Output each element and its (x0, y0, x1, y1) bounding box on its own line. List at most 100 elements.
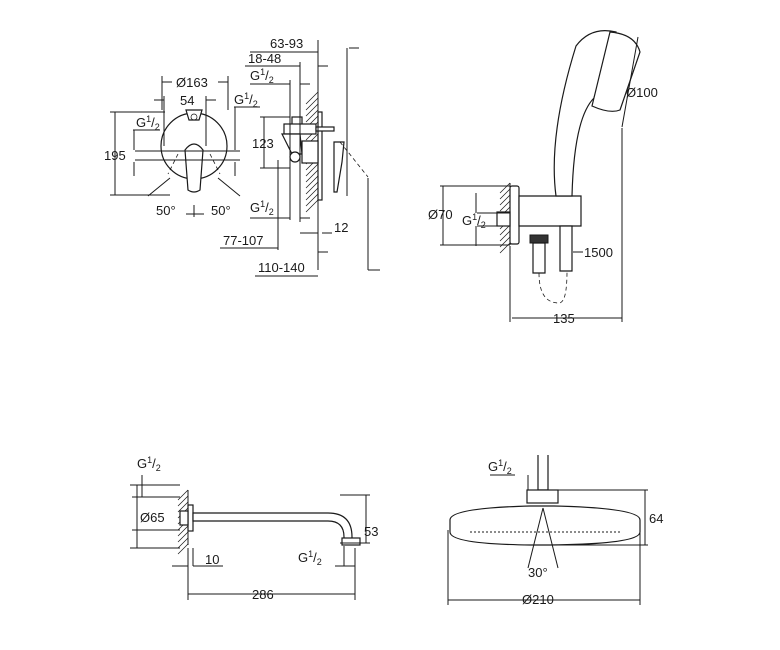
hatch-line (305, 109, 319, 123)
mixer-front-view: Ø163 54 195 G1/2 G1/2 50° 50° (104, 75, 260, 218)
dim-64: 64 (649, 511, 663, 526)
dim-54: 54 (180, 93, 194, 108)
dim-12: 12 (334, 220, 348, 235)
side-outlet (289, 151, 301, 163)
dim-hand-shower-diameter: Ø100 (626, 85, 658, 100)
shower-holder (518, 195, 582, 227)
dim-135: 135 (553, 311, 575, 326)
side-valve-bracket (281, 133, 303, 155)
g-half-left: G1/2 (136, 114, 160, 132)
hatch-line (177, 495, 189, 507)
dim-30-degrees: 30° (528, 565, 548, 580)
head-shower-body (449, 505, 641, 546)
dim-angle-right: 50° (211, 203, 231, 218)
dim-lines-diameter (161, 76, 229, 110)
hatch-line (305, 199, 319, 213)
hatch-line (305, 193, 319, 207)
hatch-line (305, 97, 319, 111)
dim-lines-arm (172, 494, 370, 600)
dim-extension-lines (289, 40, 369, 270)
head-shower-nut (526, 489, 559, 504)
shower-arm: G1/2 Ø65 10 286 53 G1/2 (130, 455, 378, 602)
dim-77-107: 77-107 (223, 233, 263, 248)
wall-hatching (177, 91, 511, 555)
wall-outlet-plate (509, 185, 520, 245)
g-half-side-top: G1/2 (250, 67, 274, 85)
dim-lines-hand-shower (509, 36, 639, 322)
g-half-hand-shower: G1/2 (462, 212, 486, 230)
dim-head-diameter: Ø210 (522, 592, 554, 607)
dim-195: 195 (104, 148, 126, 163)
hand-shower-head (591, 31, 641, 112)
head-shower-pipe (537, 455, 549, 491)
hose-nut (529, 234, 549, 244)
hatch-line (177, 501, 189, 513)
dim-lines-195 (110, 111, 170, 196)
hatch-line (499, 188, 511, 200)
hose-ends (532, 225, 573, 274)
hose (538, 270, 568, 304)
dim-lines-flange (130, 475, 180, 549)
dim-lines-angles (147, 177, 241, 217)
dim-flange-diameter: Ø65 (140, 510, 165, 525)
dim-lines-plate (440, 185, 510, 246)
dim-10: 10 (205, 552, 219, 567)
hatch-line (499, 194, 511, 206)
hatch-line (499, 224, 511, 236)
mixer-diverter (185, 109, 203, 121)
dim-53: 53 (364, 524, 378, 539)
dim-mixer-diameter: Ø163 (176, 75, 208, 90)
dim-63-93: 63-93 (270, 36, 303, 51)
hatch-line (499, 200, 511, 212)
dim-lines-54 (154, 96, 216, 146)
hatch-line (177, 531, 189, 543)
hatch-line (305, 181, 319, 195)
arm-flange (187, 504, 194, 532)
dim-18-48: 18-48 (248, 51, 281, 66)
hatch-line (499, 230, 511, 242)
hatch-line (305, 187, 319, 201)
side-spindle (315, 126, 335, 132)
arm-outlet (341, 537, 361, 546)
diverter-knob (190, 113, 198, 121)
g-half-arm-bottom: G1/2 (298, 549, 322, 567)
side-cover-plate (317, 111, 323, 201)
dim-123: 123 (252, 136, 274, 151)
dim-lines-head-shower (447, 474, 648, 605)
g-half-arm-top: G1/2 (137, 455, 161, 473)
head-shower: G1/2 64 30° Ø210 (447, 455, 663, 607)
mixer-side-view: 63-93 18-48 G1/2 123 G1/2 77-107 12 110-… (220, 36, 380, 277)
mixer-lever (184, 143, 204, 193)
g-half-head-shower: G1/2 (488, 458, 512, 476)
hand-shower-set: Ø100 135 1500 Ø70 G1/2 (428, 30, 658, 326)
hatch-line (177, 537, 189, 549)
dim-angle-left: 50° (156, 203, 176, 218)
dim-lines-123 (260, 116, 290, 169)
g-half-side-bottom: G1/2 (250, 199, 274, 217)
hatch-line (305, 103, 319, 117)
lever-swing-lines (167, 153, 221, 175)
arm-wall-connector (179, 510, 189, 526)
dim-110-140: 110-140 (258, 260, 305, 275)
dim-lines-bottom (220, 160, 380, 277)
hatch-line (305, 175, 319, 189)
dim-lines-g-half (133, 106, 260, 176)
dim-hose-1500: 1500 (584, 245, 613, 260)
hatch-line (177, 525, 189, 537)
side-lever-swing (339, 141, 369, 178)
dim-lines-top (245, 47, 359, 85)
hatch-line (305, 91, 319, 105)
dim-286: 286 (252, 587, 274, 602)
hatch-line (177, 543, 189, 555)
side-cartridge (301, 140, 319, 164)
dim-plate-diameter: Ø70 (428, 207, 453, 222)
hatch-line (177, 489, 189, 501)
wall-connector (496, 211, 511, 227)
side-lever (333, 141, 345, 193)
hatch-line (305, 169, 319, 183)
hatch-line (499, 182, 511, 194)
hatch-line (305, 163, 319, 177)
g-half-right: G1/2 (234, 91, 258, 109)
